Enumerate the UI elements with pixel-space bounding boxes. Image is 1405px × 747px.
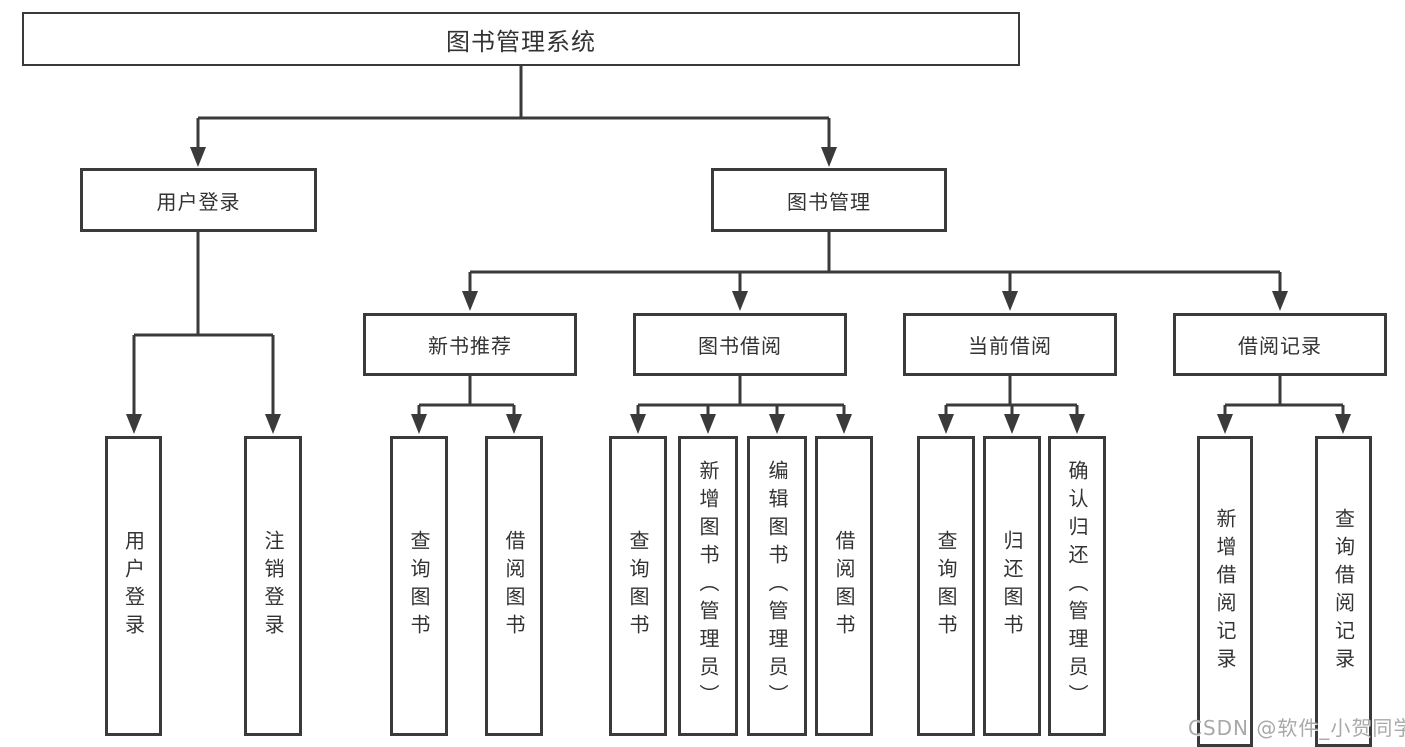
arrowhead bbox=[938, 414, 954, 434]
arrowhead bbox=[732, 291, 748, 311]
connector-borrow-record-children bbox=[1223, 376, 1345, 418]
node-book-management: 图书管理 bbox=[711, 168, 947, 232]
leaf-query-books-borrow: 查询图书 bbox=[609, 436, 667, 736]
arrowhead bbox=[1272, 291, 1288, 311]
connector-user-login-children bbox=[132, 232, 275, 417]
arrowhead bbox=[630, 414, 646, 434]
csdn-watermark: CSDN @软件_小贺同学 bbox=[1188, 716, 1405, 740]
arrowhead bbox=[190, 147, 206, 167]
arrowhead bbox=[769, 414, 785, 434]
connector-book-mgmt-to-level3 bbox=[468, 232, 1282, 294]
leaf-edit-books-admin: 编辑图书（管理员） bbox=[747, 436, 807, 736]
leaf-user-login: 用户登录 bbox=[105, 436, 162, 736]
leaf-return-books: 归还图书 bbox=[983, 436, 1041, 736]
arrowhead bbox=[462, 291, 478, 311]
arrowhead bbox=[265, 414, 281, 434]
leaf-confirm-return-admin: 确认归还（管理员） bbox=[1048, 436, 1106, 736]
connector-book-borrow-children bbox=[636, 376, 846, 418]
leaf-add-books-admin: 新增图书（管理员） bbox=[678, 436, 738, 736]
leaf-query-books-current: 查询图书 bbox=[917, 436, 975, 736]
leaf-borrow-books-recommend: 借阅图书 bbox=[485, 436, 543, 736]
leaf-borrow-books: 借阅图书 bbox=[815, 436, 873, 736]
connector-root-to-level2 bbox=[196, 66, 831, 150]
connector-current-borrow-children bbox=[944, 376, 1079, 418]
node-user-login: 用户登录 bbox=[80, 168, 317, 232]
connector-new-book-children bbox=[417, 376, 516, 418]
arrowhead bbox=[1002, 291, 1018, 311]
node-new-book-recommend: 新书推荐 bbox=[363, 313, 577, 376]
arrowhead bbox=[700, 414, 716, 434]
arrowhead bbox=[1004, 414, 1020, 434]
node-borrowing-records: 借阅记录 bbox=[1173, 313, 1387, 376]
leaf-query-borrow-record: 查询借阅记录 bbox=[1315, 436, 1372, 747]
arrowhead bbox=[1069, 414, 1085, 434]
arrowhead bbox=[836, 414, 852, 434]
node-library-system: 图书管理系统 bbox=[22, 12, 1020, 66]
arrowhead bbox=[821, 147, 837, 167]
node-current-borrowing: 当前借阅 bbox=[903, 313, 1117, 376]
node-book-borrowing: 图书借阅 bbox=[633, 313, 847, 376]
leaf-logout: 注销登录 bbox=[244, 436, 302, 736]
leaf-query-books-recommend: 查询图书 bbox=[390, 436, 448, 736]
leaf-add-borrow-record: 新增借阅记录 bbox=[1197, 436, 1253, 747]
arrowhead bbox=[506, 414, 522, 434]
arrowhead bbox=[1217, 414, 1233, 434]
arrowhead bbox=[411, 414, 427, 434]
arrowhead bbox=[1335, 414, 1351, 434]
arrowhead bbox=[126, 414, 142, 434]
